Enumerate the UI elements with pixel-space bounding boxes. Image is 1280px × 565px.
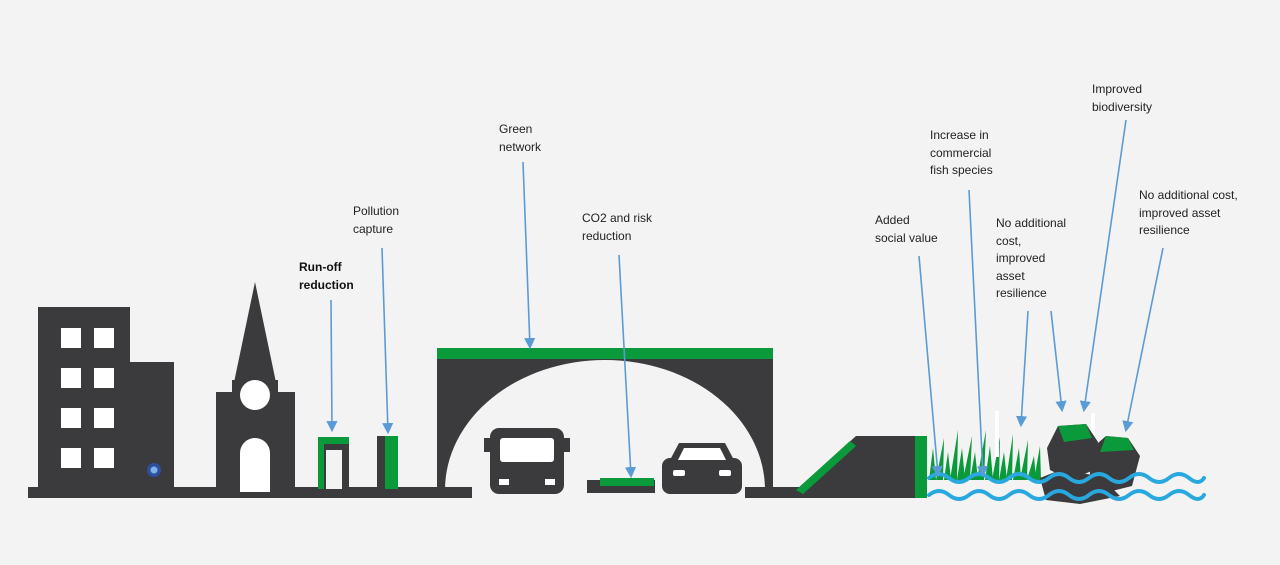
church-icon (216, 282, 295, 492)
label-co2-risk-reduction: CO2 and risk reduction (582, 211, 653, 243)
arrow-social (918, 255, 943, 478)
label-asset-resilience-1: No additional cost, improved asset resil… (996, 216, 1067, 300)
arrow-pollution (381, 247, 394, 435)
arrow-asset2 (1122, 247, 1164, 433)
pollution-planter (377, 436, 398, 489)
arrow-asset1-a (1015, 310, 1029, 428)
label-pollution-capture: Pollution capture (353, 204, 400, 236)
car-icon (662, 443, 742, 494)
arrow-fish (968, 189, 989, 478)
arrow-asset1-b (1050, 310, 1067, 413)
label-green-network: Green network (499, 122, 542, 154)
arrow-green-network (522, 161, 536, 350)
bus-icon (484, 428, 570, 494)
road-green-strip (587, 478, 655, 493)
annotation-arrows (326, 119, 1164, 479)
label-asset-resilience-2: No additional cost, improved asset resil… (1139, 188, 1238, 237)
label-improved-biodiversity: Improved biodiversity (1092, 82, 1153, 114)
label-commercial-fish-species: Increase in commercial fish species (930, 128, 993, 177)
ground-line (28, 487, 472, 498)
green-roof-bridge (437, 348, 773, 490)
water-waves-icon (927, 472, 1206, 501)
arrow-co2 (618, 254, 637, 479)
rocks-icon (1040, 424, 1140, 504)
runoff-planter (318, 437, 349, 489)
arrow-biodiversity (1079, 119, 1127, 413)
arrow-runoff (326, 299, 338, 433)
label-runoff-reduction: Run-off reduction (299, 260, 354, 292)
embankment (796, 436, 927, 498)
splash-icon (147, 463, 161, 477)
label-added-social-value: Added social value (875, 213, 938, 245)
